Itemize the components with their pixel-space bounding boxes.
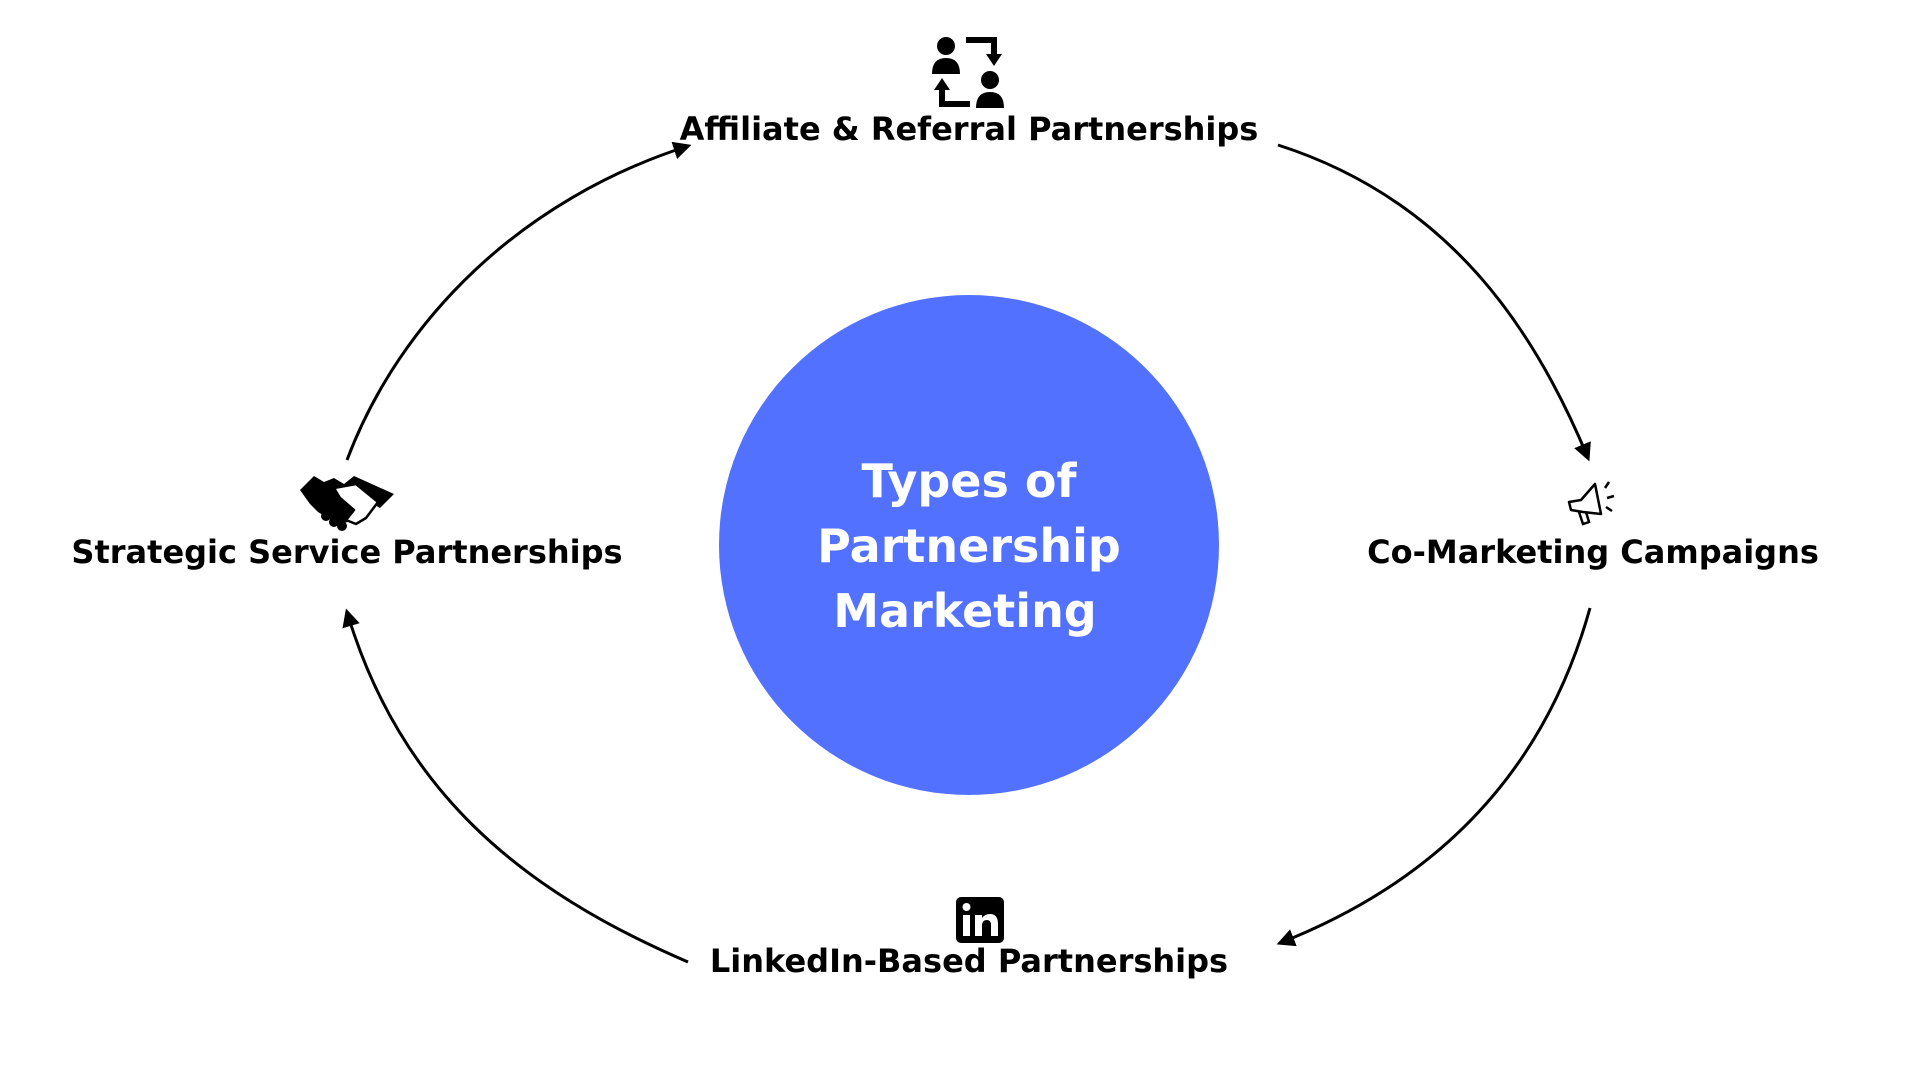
- node-label-linkedin: LinkedIn-Based Partnerships: [710, 942, 1228, 980]
- center-circle: [719, 295, 1219, 795]
- referral-exchange-icon: [932, 37, 1004, 108]
- node-strategic: Strategic Service Partnerships: [71, 476, 623, 571]
- linkedin-icon: [956, 897, 1004, 943]
- node-label-strategic: Strategic Service Partnerships: [71, 533, 622, 571]
- arrow-strategic-to-affiliate: [345, 141, 692, 461]
- arrow-affiliate-to-co-marketing: [1277, 143, 1591, 462]
- node-co-marketing: Co-Marketing Campaigns: [1367, 481, 1819, 571]
- center-title-line-2: Partnership: [817, 519, 1121, 573]
- arrow-co-marketing-to-linkedin: [1276, 607, 1592, 947]
- node-affiliate: Affiliate & Referral Partnerships: [680, 37, 1259, 148]
- node-label-affiliate: Affiliate & Referral Partnerships: [680, 110, 1259, 148]
- node-linkedin: LinkedIn-Based Partnerships: [710, 897, 1228, 980]
- center-title-line-1: Types of: [861, 454, 1077, 508]
- node-label-co-marketing: Co-Marketing Campaigns: [1367, 533, 1819, 571]
- megaphone-icon: [1567, 481, 1615, 526]
- arrow-linkedin-to-strategic: [342, 608, 689, 964]
- center-title-line-3: Marketing: [833, 584, 1097, 638]
- handshake-icon: [300, 476, 394, 531]
